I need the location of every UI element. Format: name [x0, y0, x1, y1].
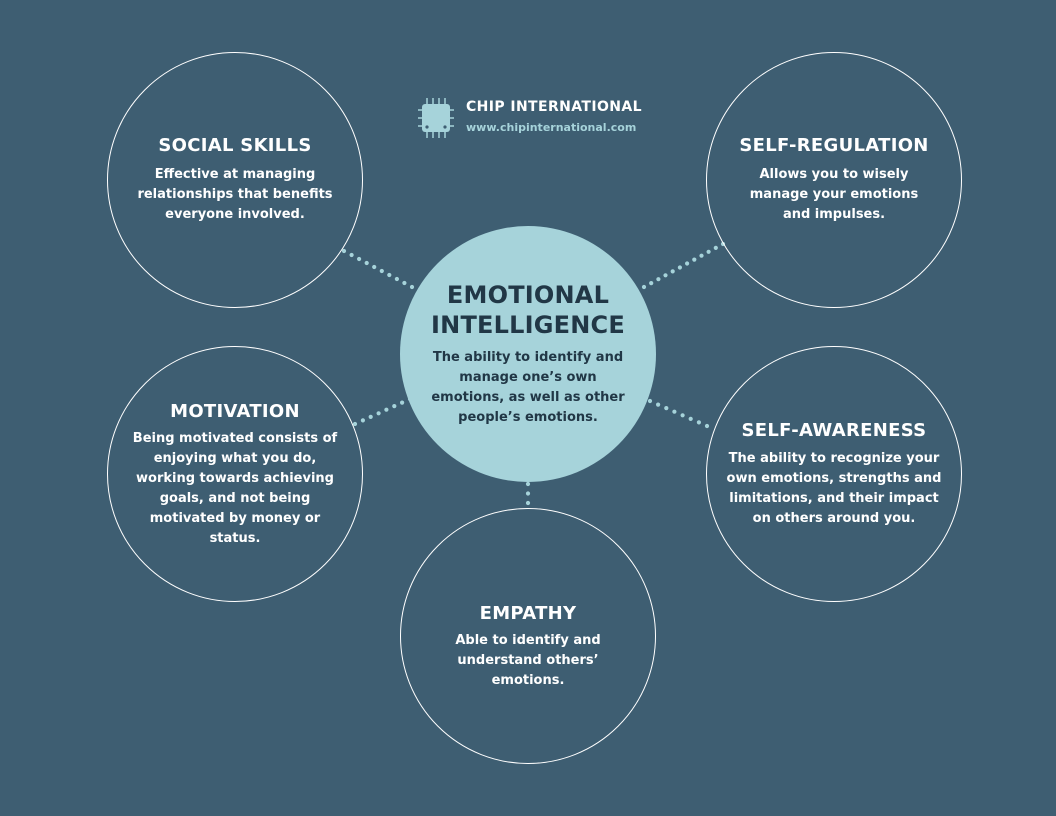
connector-social-skills-dot	[357, 256, 362, 262]
connector-social-skills-dot	[402, 280, 407, 286]
node-description: The ability to recognize your own emotio…	[726, 451, 942, 526]
connector-self-regulation-dot	[670, 269, 675, 274]
connector-social-skills-dot	[372, 264, 377, 270]
connector-self-awareness-dot	[696, 420, 702, 425]
node-description: Being motivated consists of enjoying wha…	[132, 431, 338, 546]
connector-motivation-dot	[376, 411, 381, 416]
center-title-line-2: INTELLIGENCE	[431, 311, 625, 339]
connector-self-awareness-dot	[704, 423, 710, 429]
connector-social-skills-dot	[349, 252, 354, 258]
connector-social-skills-dot	[394, 276, 399, 282]
connector-self-awareness-dot	[656, 402, 661, 407]
connector-motivation-dot	[368, 414, 373, 419]
node-title: MOTIVATION	[170, 401, 300, 422]
node-self-awareness: SELF-AWARENESS The ability to recognize …	[706, 346, 962, 602]
connector-social-skills-dot	[387, 272, 392, 278]
connector-self-awareness-dot	[647, 398, 653, 404]
connector-self-regulation-dot	[692, 257, 697, 262]
brand-url[interactable]: www.chipinternational.com	[466, 121, 637, 134]
node-description: Able to identify and understand others’ …	[455, 633, 601, 688]
connector-self-regulation-dot	[685, 261, 690, 266]
connector-self-awareness-dot	[664, 406, 669, 411]
connector-self-regulation-dot	[656, 277, 661, 282]
node-description: Effective at managing relationships that…	[137, 167, 333, 222]
connector-social-skills-dot	[409, 284, 415, 290]
connector-self-regulation-dot	[663, 273, 668, 278]
node-title: SELF-AWARENESS	[741, 420, 927, 441]
connector-self-regulation-dot	[706, 249, 711, 254]
connector-motivation-dot	[352, 421, 358, 427]
brand-name: CHIP INTERNATIONAL	[466, 99, 642, 115]
connector-social-skills-dot	[364, 260, 369, 266]
connector-empathy-dot	[525, 481, 531, 487]
connector-self-regulation-dot	[649, 281, 654, 286]
connector-motivation-dot	[392, 404, 397, 409]
node-motivation: MOTIVATION Being motivated consists of e…	[107, 346, 363, 602]
connector-motivation-dot	[360, 418, 365, 423]
chip-icon	[418, 98, 454, 138]
connector-self-regulation-dot	[713, 245, 718, 250]
center-title: EMOTIONAL INTELLIGENCE	[400, 280, 656, 340]
connector-self-regulation-dot	[677, 265, 683, 270]
connector-social-skills-dot	[341, 248, 347, 254]
node-self-regulation: SELF-REGULATION Allows you to wisely man…	[706, 52, 962, 308]
center-title-line-1: EMOTIONAL	[446, 281, 610, 309]
connector-self-regulation-dot	[699, 253, 704, 258]
node-social-skills: SOCIAL SKILLS Effective at managing rela…	[107, 52, 363, 308]
connector-self-awareness-dot	[672, 409, 677, 414]
center-description: The ability to identify and manage one’s…	[431, 350, 625, 425]
node-title: SELF-REGULATION	[739, 135, 929, 156]
connector-self-awareness-dot	[680, 413, 685, 418]
connector-motivation-dot	[400, 400, 405, 405]
connector-self-regulation-dot	[641, 284, 647, 290]
connector-empathy-dot	[525, 500, 531, 506]
connector-social-skills-dot	[379, 268, 384, 274]
node-title: EMPATHY	[479, 603, 577, 624]
connector-self-awareness-dot	[688, 416, 693, 421]
node-title: SOCIAL SKILLS	[158, 135, 312, 156]
connector-motivation-dot	[384, 407, 389, 412]
center-node: EMOTIONAL INTELLIGENCE The ability to id…	[400, 226, 656, 482]
node-description: Allows you to wisely manage your emotion…	[749, 167, 919, 222]
brand: CHIP INTERNATIONAL www.chipinternational…	[418, 98, 658, 140]
node-empathy: EMPATHY Able to identify and understand …	[400, 508, 656, 764]
connector-empathy-dot	[525, 491, 531, 496]
